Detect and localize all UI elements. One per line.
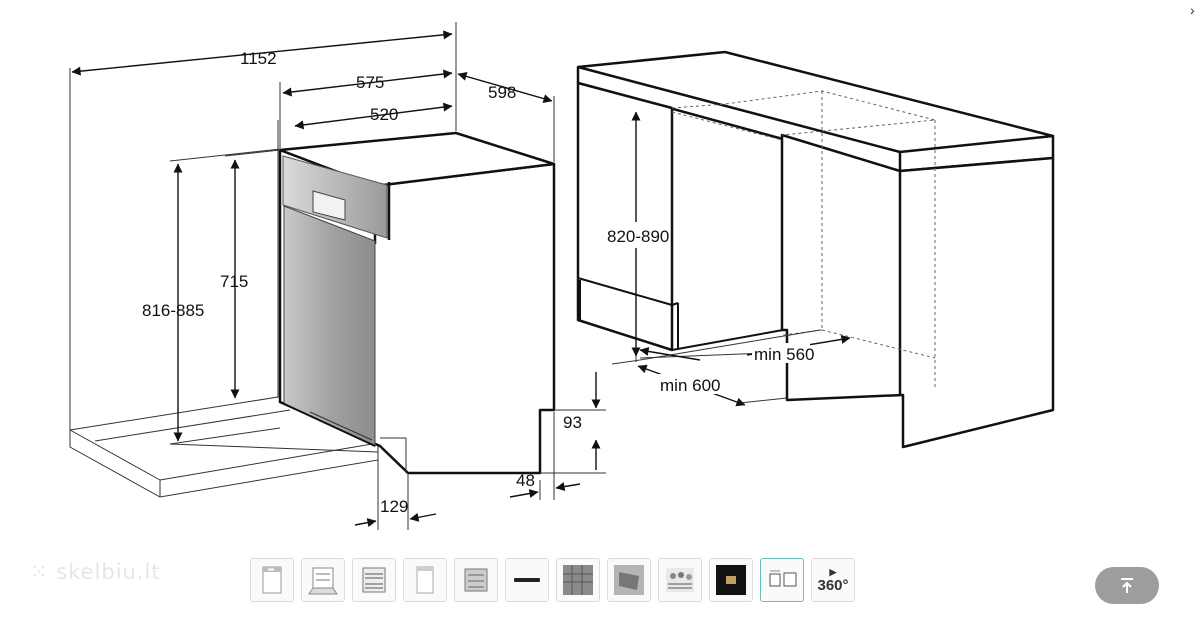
thumbnail-11[interactable] <box>760 558 804 602</box>
basket-thumb-icon <box>614 565 644 595</box>
close-icon[interactable]: › <box>1190 2 1195 18</box>
thumbnail-3[interactable] <box>352 558 396 602</box>
thumbnail-4[interactable] <box>403 558 447 602</box>
view-360-button[interactable]: ▶ 360° <box>811 558 855 602</box>
display-dark-thumb-icon <box>716 565 746 595</box>
thumbnail-9[interactable] <box>658 558 702 602</box>
thumbnail-8[interactable] <box>607 558 651 602</box>
dishwasher-racks-thumb-icon <box>362 567 386 593</box>
thumbnail-10[interactable] <box>709 558 753 602</box>
thumbnail-5[interactable] <box>454 558 498 602</box>
left-cabinet <box>576 81 674 352</box>
dishwasher-interior-thumb-icon <box>464 568 488 592</box>
thumbnail-1[interactable] <box>250 558 294 602</box>
dishwasher-open-thumb-icon <box>308 567 338 595</box>
extension-lines <box>169 22 606 530</box>
dimension-arrows <box>71 30 601 528</box>
dim-toe-48: 48 <box>516 471 535 490</box>
watermark-logo: ⁙ skelbiu.lt <box>30 560 161 584</box>
dim-depth-520: 520 <box>370 105 398 124</box>
thumbnail-strip: ▶ 360° <box>250 558 855 604</box>
dim-total-width: 1152 <box>240 49 277 68</box>
thumbnail-6[interactable] <box>505 558 549 602</box>
dim-niche-min-width: min 560 <box>754 345 814 364</box>
dim-width-598: 598 <box>488 83 516 102</box>
wall-outline <box>69 68 279 430</box>
scroll-to-top-button[interactable] <box>1095 567 1159 604</box>
rack-closeup-thumb-icon <box>563 565 593 595</box>
thumbnail-7[interactable] <box>556 558 600 602</box>
dimension-drawing-thumb-icon <box>769 570 797 587</box>
dim-door-129: 129 <box>380 497 408 516</box>
dishwasher-drawing: 1152 575 520 598 816-885 715 93 48 129 <box>69 22 606 530</box>
display-window <box>312 190 346 221</box>
dim-height-range: 816-885 <box>142 301 204 320</box>
dim-plinth-93: 93 <box>563 413 582 432</box>
dishwasher-front-thumb-icon <box>262 566 282 594</box>
view-360-label: 360° <box>817 576 849 594</box>
dimension-diagram: 1152 575 520 598 816-885 715 93 48 129 <box>69 22 1055 530</box>
dishes-loaded-thumb-icon <box>666 568 694 592</box>
dim-depth-575: 575 <box>356 73 384 92</box>
dishwasher-white-thumb-icon <box>416 566 434 594</box>
dim-height-715: 715 <box>220 272 248 291</box>
dim-niche-height: 820-890 <box>607 227 669 246</box>
right-cabinet <box>780 133 1055 449</box>
niche-drawing: 820-890 min 560 min 600 <box>576 50 1055 449</box>
thumbnail-2[interactable] <box>301 558 345 602</box>
arrow-up-to-line-icon <box>1121 577 1133 593</box>
play-icon: ▶ <box>829 566 837 577</box>
control-panel-thumb-icon <box>514 578 540 582</box>
watermark-text: skelbiu.lt <box>56 560 161 584</box>
dim-niche-min-depth: min 600 <box>660 376 720 395</box>
